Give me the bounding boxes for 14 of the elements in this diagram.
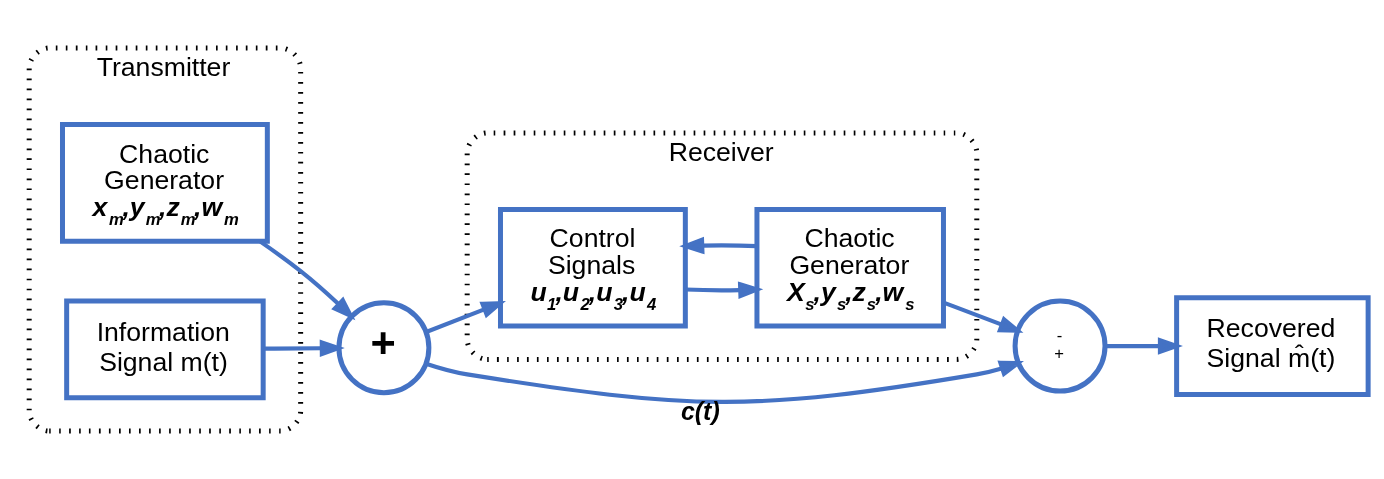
edge-label: c(t) (680, 397, 720, 426)
arrow (425, 300, 506, 334)
arrow (425, 360, 1024, 404)
node-circle: - + (1012, 298, 1108, 394)
arrow (679, 236, 758, 255)
arrow (685, 281, 764, 299)
arrow (263, 339, 345, 357)
node-box: Chaotic Generator x$_{m}$,y$_{m}$,z$_{m}$,w$_{m}$ (60, 122, 270, 244)
node-box: Chaotic Generator X$_{s}$,y$_{s}$,z$_{s}$,w$_{s}$ (754, 207, 946, 329)
node-box: Recovered Signal m̂(t) (1174, 295, 1371, 397)
node-circle: + (336, 300, 432, 396)
node-box: Information Signal m(t) (64, 298, 266, 401)
arrow (1105, 337, 1183, 355)
node-box: Control Signals u$_{1}$,u$_{2}$,u$_{3}$,u$_{4}$ (498, 207, 688, 329)
